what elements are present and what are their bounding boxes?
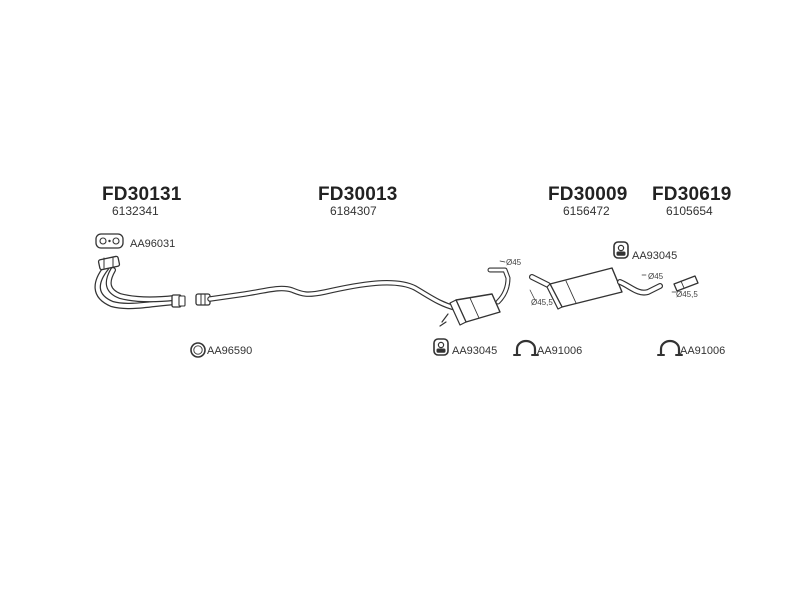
part-code-tail-pipe: FD30619 (652, 184, 732, 205)
diameter-label-3: Ø45 (648, 272, 664, 281)
ring-icon (190, 342, 206, 358)
clamp-icon-mid (513, 339, 539, 357)
oe-number-front-pipe: 6132341 (112, 204, 159, 218)
part-code-middle-pipe: FD30013 (318, 184, 398, 205)
hanger-icon-top (613, 241, 629, 259)
hanger-label-mid: AA93045 (452, 345, 498, 357)
diameter-label-2: Ø45,5 (531, 298, 553, 307)
oe-number-tail-pipe: 6105654 (666, 204, 713, 218)
gasket-label: AA96031 (130, 238, 176, 250)
hanger-label-top: AA93045 (632, 250, 678, 262)
diameter-label-1: Ø45 (506, 258, 522, 267)
clamp-icon-right (657, 339, 683, 357)
tail-pipe-drawing (673, 275, 699, 292)
diameter-label-4: Ø45,5 (676, 290, 698, 299)
dimension-marks (499, 260, 677, 301)
clamp-label-mid: AA91006 (537, 345, 583, 357)
ring-label: AA96590 (207, 345, 253, 357)
oe-number-rear-silencer: 6156472 (563, 204, 610, 218)
part-code-rear-silencer: FD30009 (548, 184, 628, 205)
oe-number-middle-pipe: 6184307 (330, 204, 377, 218)
clamp-label-right: AA91006 (680, 345, 726, 357)
middle-pipe-drawing (195, 267, 511, 327)
part-code-front-pipe: FD30131 (102, 184, 182, 205)
gasket-icon (95, 233, 124, 249)
rear-silencer-drawing (529, 267, 663, 310)
front-pipe-drawing (94, 255, 186, 310)
hanger-icon-mid (433, 338, 449, 356)
